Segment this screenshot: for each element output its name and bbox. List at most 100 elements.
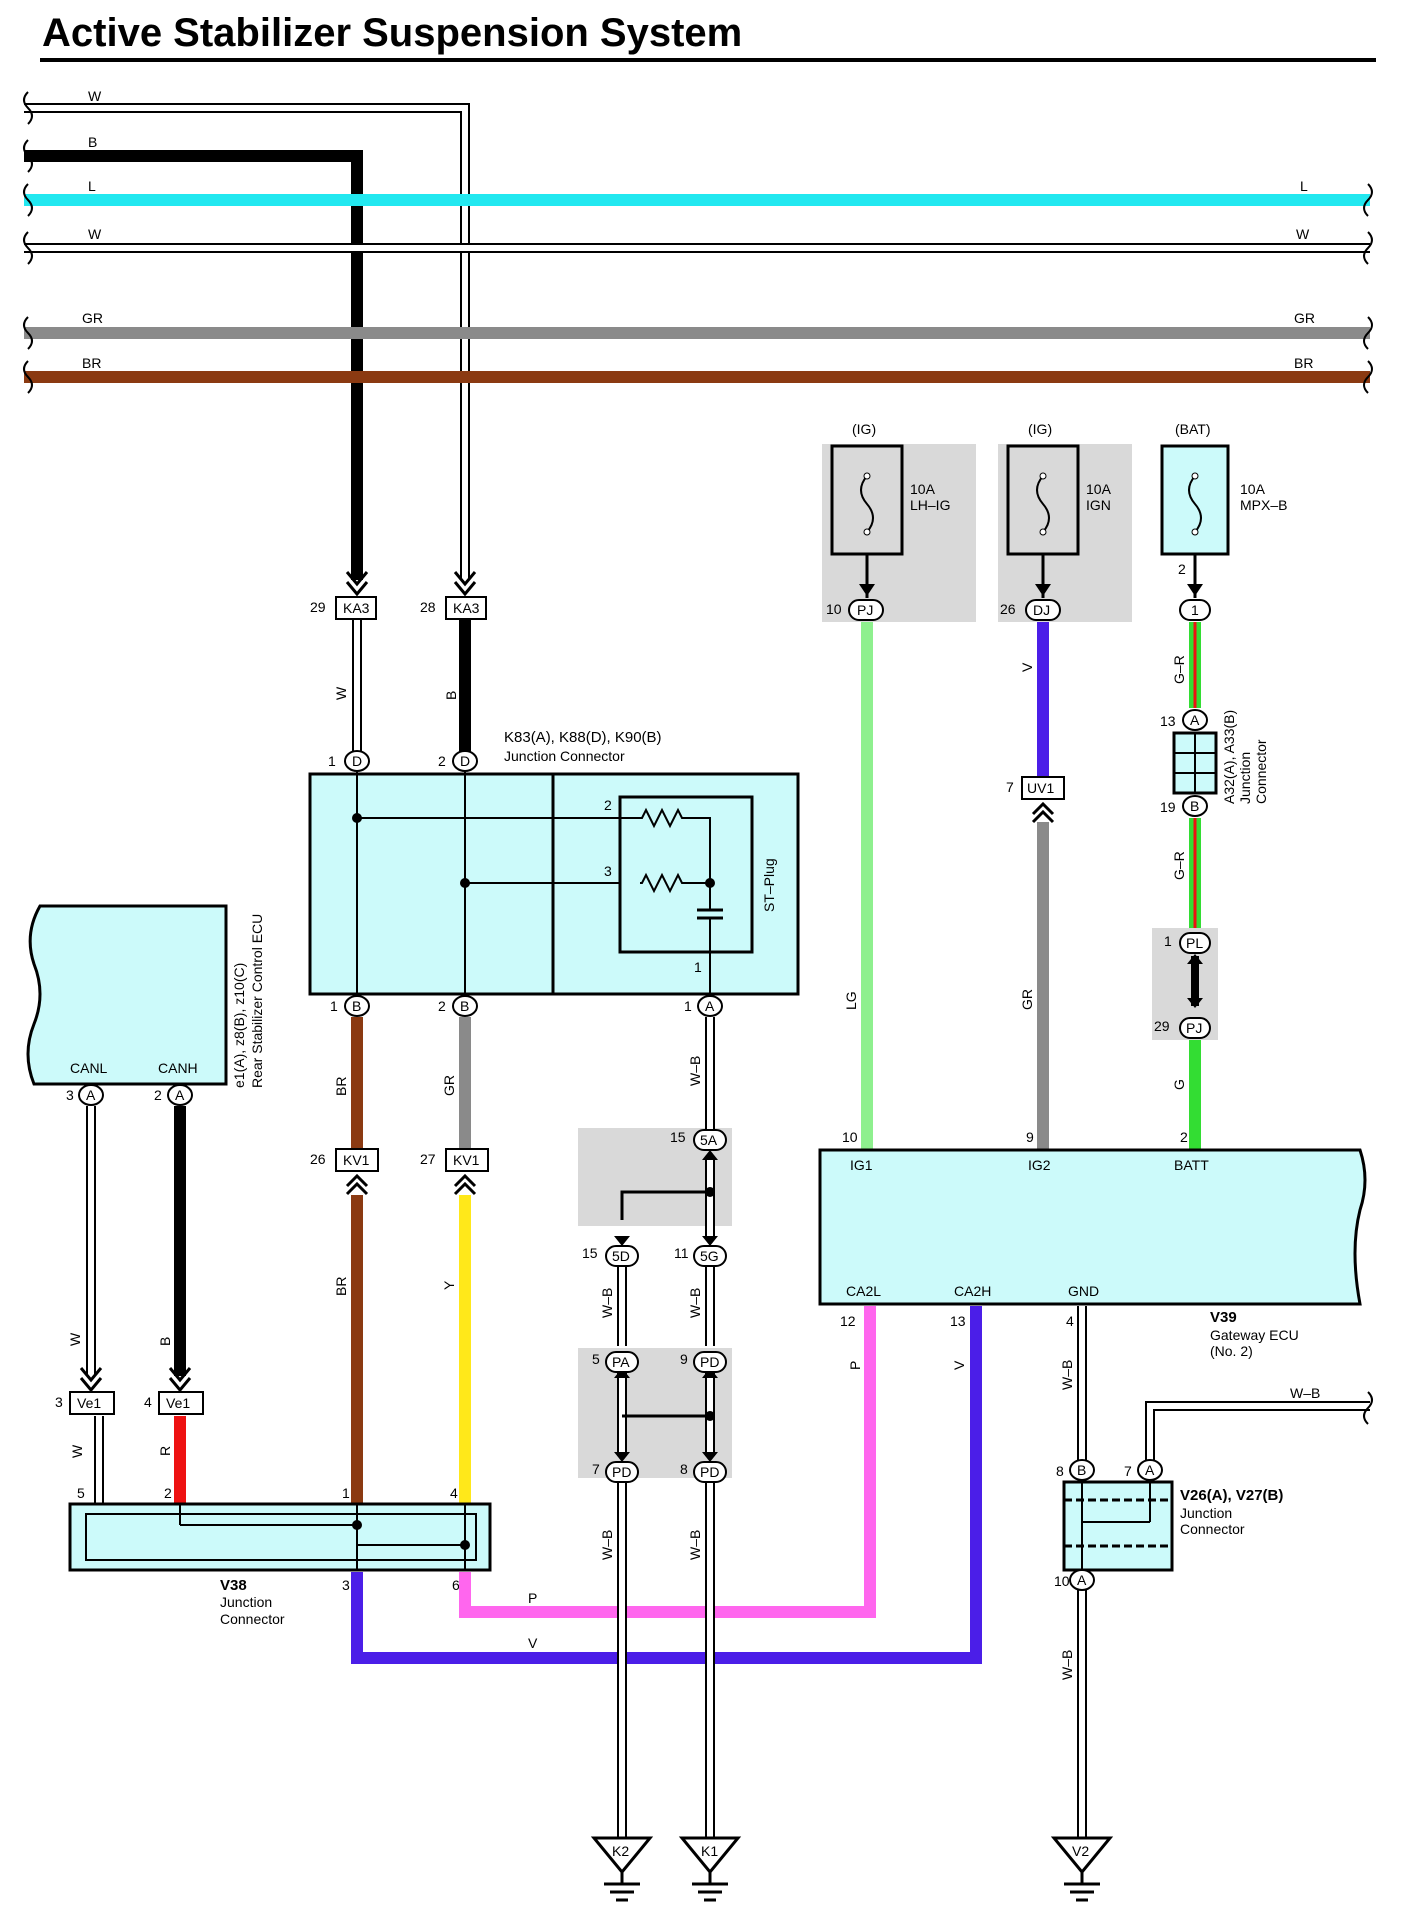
connector-ka3-28: 28 KA3 [420,596,487,620]
ground-k1: K1 [678,1836,742,1902]
wire-label-wb-v26-bot: W–B [1059,1650,1075,1680]
svg-text:15: 15 [582,1245,598,1261]
ka3-arrows [345,571,477,597]
wire-label-wb-gnd: W–B [1059,1360,1075,1390]
svg-text:IGN: IGN [1086,497,1111,513]
wire-label-wb-5g: W–B [687,1288,703,1318]
svg-text:10: 10 [842,1129,858,1145]
svg-text:GND: GND [1068,1283,1099,1299]
svg-text:A: A [175,1087,185,1103]
shade-fuse-ign [998,444,1132,622]
svg-text:UV1: UV1 [1027,780,1054,796]
svg-text:10A: 10A [910,481,936,497]
connector-5d: 15 5D [582,1245,639,1267]
svg-text:ST–Plug: ST–Plug [761,858,777,912]
svg-text:PJ: PJ [1186,1020,1202,1036]
svg-text:Junction: Junction [1237,752,1253,804]
svg-text:27: 27 [420,1151,436,1167]
wire-label-p-bottom: P [528,1590,537,1606]
svg-text:B: B [1190,798,1199,814]
svg-text:1: 1 [342,1485,350,1501]
wire-wb-gnd [1077,1306,1373,1840]
wire-label-b-ve1-top: B [157,1337,173,1346]
svg-text:IG1: IG1 [850,1157,873,1173]
bus-label-left-w2: W [88,226,102,242]
svg-text:Gateway ECU: Gateway ECU [1210,1327,1299,1343]
svg-text:A: A [1077,1572,1087,1588]
svg-text:1: 1 [1191,602,1199,618]
wire-label-v-bottom: V [528,1635,538,1651]
svg-text:19: 19 [1160,799,1176,815]
ground-k2: K2 [590,1836,654,1902]
wire-label-wb-pd7: W–B [599,1530,615,1560]
svg-text:3: 3 [55,1394,63,1410]
svg-text:CA2H: CA2H [954,1283,991,1299]
bus-label-left-br: BR [82,355,101,371]
svg-text:11: 11 [674,1245,689,1261]
svg-text:7: 7 [1124,1463,1132,1479]
svg-text:KA3: KA3 [343,600,370,616]
svg-text:12: 12 [840,1313,856,1329]
wire-v-bottom [351,1328,982,1664]
svg-text:V2: V2 [1072,1843,1089,1859]
svg-text:V39: V39 [1210,1309,1237,1326]
rear-stabilizer-ecu: CANL CANH e1(A), z8(B), z10(C) Rear Stab… [26,904,265,1106]
svg-text:9: 9 [680,1351,688,1367]
svg-text:K2: K2 [612,1843,629,1859]
connector-ka3-29: 29 KA3 [310,596,377,620]
connector-ve1-4: 4 Ve1 [144,1391,204,1415]
wire-label-gr-uv1: GR [1019,989,1035,1010]
bus-label-right-br: BR [1294,355,1313,371]
svg-text:8: 8 [1056,1463,1064,1479]
wire-label-br-top: BR [333,1077,349,1096]
wire-label-wb-1: W–B [687,1056,703,1086]
svg-text:26: 26 [1000,601,1016,617]
svg-text:B: B [460,998,469,1014]
svg-text:PL: PL [1186,935,1203,951]
shade-fuse-lhig [822,444,976,622]
svg-text:9: 9 [1026,1129,1034,1145]
svg-text:2: 2 [438,998,446,1014]
wire-label-v-dj: V [1019,662,1035,672]
connector-5a: 15 5A [670,1129,727,1151]
bus-label-left-gr: GR [82,310,103,326]
svg-text:CANH: CANH [158,1060,198,1076]
svg-text:Connector: Connector [1253,739,1269,804]
svg-text:B: B [352,998,361,1014]
junction-v38: 5 2 1 4 V38 Junction Connector 3 6 [68,1485,492,1627]
svg-text:10: 10 [1054,1573,1070,1589]
gateway-ecu: 10 9 2 IG1 IG2 BATT CA2L CA2H GND 12 13 … [818,1129,1367,1359]
svg-text:V26(A), V27(B): V26(A), V27(B) [1180,1487,1283,1504]
svg-text:5G: 5G [700,1248,719,1264]
connector-pd-9: 9 PD [680,1351,727,1373]
svg-text:13: 13 [1160,713,1176,729]
connector-pd-8: 8 PD [680,1461,727,1483]
wire-label-gr-top: G–R [1171,655,1187,684]
bus-label-right-gr: GR [1294,310,1315,326]
wire-label-w-ve1-bot: W [69,1444,85,1458]
svg-text:5A: 5A [700,1132,718,1148]
svg-text:B: B [1077,1462,1086,1478]
connector-uv1: 7 UV1 [1006,776,1065,800]
svg-text:PA: PA [612,1354,630,1370]
svg-text:10A: 10A [1086,481,1112,497]
wire-label-wb-v26-top: W–B [1290,1385,1320,1401]
svg-text:PJ: PJ [857,602,873,618]
junction-a32: 13 A 19 B A32(A), A33(B) Junction Connec… [1160,709,1269,817]
svg-text:(BAT): (BAT) [1175,421,1211,437]
svg-text:A: A [705,998,715,1014]
svg-text:3: 3 [342,1577,350,1593]
svg-text:2: 2 [1180,1129,1188,1145]
svg-text:BATT: BATT [1174,1157,1209,1173]
svg-text:2: 2 [1178,561,1186,577]
wire-label-w-ka3: W [333,686,349,700]
page-title: Active Stabilizer Suspension System [42,11,742,55]
bus-label-left-b: B [88,134,97,150]
svg-text:4: 4 [144,1394,152,1410]
fuse-ign: (IG) 10A IGN 26 DJ [1000,421,1112,621]
svg-text:Connector: Connector [220,1611,285,1627]
svg-text:DJ: DJ [1033,602,1050,618]
svg-text:Ve1: Ve1 [77,1395,101,1411]
svg-text:Connector: Connector [1180,1521,1245,1537]
junction-k83: K83(A), K88(D), K90(B) Junction Connecto… [308,729,800,1017]
